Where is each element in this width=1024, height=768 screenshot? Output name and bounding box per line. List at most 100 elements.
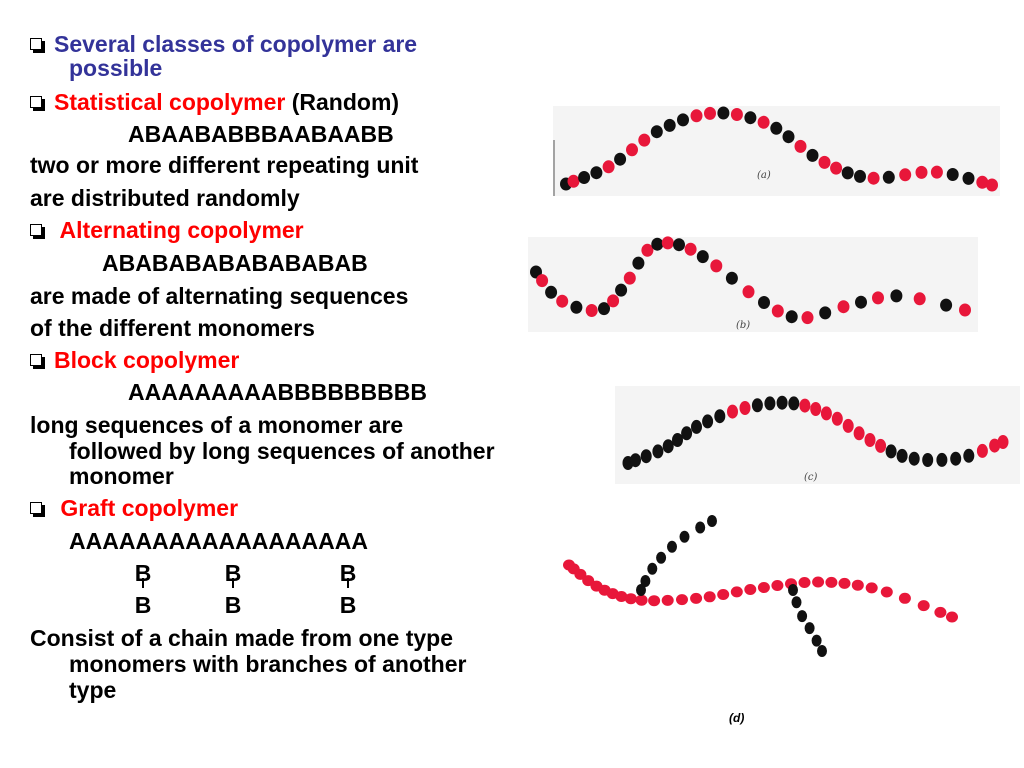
alternating-chain-bead [771, 304, 784, 318]
random-chain-bead [650, 125, 663, 139]
random-chain-bead [806, 148, 819, 162]
block-chain-bead [764, 396, 776, 411]
alternating-chain-bead [872, 291, 884, 305]
graft-backbone-bead [703, 591, 716, 603]
random-chain-bead [854, 169, 866, 183]
graft-backbone-bead [690, 592, 703, 604]
intro-line-cont: possible [69, 56, 162, 80]
checkbox-bullet-icon [30, 224, 45, 239]
alternating-chain-bead [556, 294, 569, 308]
graft-backbone-sequence: AAAAAAAAAAAAAAAAAA [69, 528, 368, 554]
checkbox-bullet-icon [30, 354, 45, 369]
random-chain-bead [578, 171, 591, 184]
random-chain-bead [567, 174, 580, 188]
intro-text-cont: possible [69, 55, 163, 81]
graft-backbone-bead [812, 576, 825, 588]
alternating-chain-bead [585, 304, 598, 317]
graft-branch-3-top: B [339, 560, 357, 586]
statistical-title: Statistical copolymer [54, 89, 286, 115]
block-title: Block copolymer [54, 347, 240, 373]
graft-backbone-bead [661, 594, 674, 606]
block-chain-bead [875, 438, 887, 453]
graft-bond-2 [232, 578, 234, 588]
alternating-chain-bead [742, 285, 755, 299]
random-chain-bead [704, 106, 716, 120]
graft-backbone-bead [757, 582, 770, 593]
statistical-desc-1: two or more different repeating unit [30, 152, 419, 178]
block-chain-bead [976, 443, 988, 458]
block-chain-bead [681, 426, 693, 441]
random-chain-bead [730, 108, 743, 121]
graft-branch-bead [679, 530, 690, 543]
block-chain-bead [853, 426, 865, 441]
alternating-chain-bead [959, 303, 971, 317]
alternating-chain-bead [684, 242, 697, 256]
alternating-sequence: ABABABABABABABAB [102, 250, 368, 276]
alternating-chain-bead [837, 300, 850, 314]
random-chain-bead [782, 130, 795, 144]
block-chain-bead [691, 419, 702, 434]
block-chain-bead [989, 438, 1001, 453]
alternating-chain-bead [570, 300, 583, 314]
panel-c-label: (c) [804, 472, 818, 483]
graft-backbone-bead [730, 586, 743, 598]
graft-branch-1-top: B [134, 560, 152, 586]
panel-a-label: (a) [757, 170, 771, 181]
graft-branch-bead [636, 584, 646, 596]
graft-branch-bead [707, 515, 717, 527]
random-chain-bead [794, 139, 807, 153]
block-chain-bead [727, 404, 738, 419]
intro-text: Several classes of copolymer are [54, 31, 418, 57]
block-chain-bead [810, 402, 822, 416]
graft-desc-2: monomers with branches of another [69, 651, 467, 677]
graft-backbone-bead [934, 606, 947, 618]
random-chain-bead [830, 161, 843, 175]
statistical-heading: Statistical copolymer (Random) [30, 90, 399, 114]
block-heading: Block copolymer [30, 348, 239, 372]
random-chain-bead [602, 160, 615, 174]
graft-branch-bead [797, 610, 808, 623]
alternating-chain-bead [615, 283, 628, 297]
block-chain-bead [788, 396, 800, 411]
alternating-chain-bead [623, 271, 636, 285]
block-chain-bead [997, 435, 1009, 449]
graft-branch-bead [667, 540, 677, 553]
alternating-desc-2: of the different monomers [30, 315, 315, 341]
alternating-chain-bead [758, 296, 770, 309]
graft-desc-3: type [69, 677, 117, 703]
random-chain-bead [677, 113, 689, 127]
graft-branch-1-bottom: B [134, 592, 152, 618]
graft-backbone-bead [744, 584, 757, 595]
graft-branch-bead [804, 622, 815, 635]
graft-branch-bead [656, 551, 667, 564]
graft-backbone-bead [838, 577, 851, 589]
panel-b-label: (b) [736, 320, 750, 331]
checkbox-bullet-icon [30, 38, 45, 53]
alternating-chain-bead [696, 250, 709, 264]
alternating-chain-bead [545, 285, 558, 299]
intro-line: Several classes of copolymer are [30, 32, 417, 56]
panel-a-background [553, 106, 1000, 196]
graft-backbone-bead [648, 595, 661, 607]
block-chain-bead [751, 398, 763, 413]
graft-backbone-bead [615, 591, 628, 602]
block-chain-bead [714, 409, 726, 424]
random-chain-bead [841, 166, 854, 180]
graft-branch-bead [817, 645, 827, 657]
random-chain-bead [930, 165, 943, 179]
alternating-chain-bead [710, 259, 723, 273]
graft-bond-3 [347, 578, 349, 588]
block-chain-bead [963, 448, 975, 463]
graft-backbone-bead [771, 580, 784, 591]
alternating-chain-bead [801, 311, 814, 325]
alternating-chain-bead [890, 289, 903, 303]
graft-title: Graft copolymer [54, 495, 239, 521]
graft-branch-2-top: B [224, 560, 242, 586]
graft-backbone-bead [865, 582, 878, 594]
statistical-desc-2: are distributed randomly [30, 185, 300, 211]
block-chain-bead [842, 418, 854, 433]
checkbox-bullet-icon [30, 96, 45, 111]
checkbox-bullet-icon [30, 502, 45, 517]
graft-backbone-bead [898, 592, 911, 604]
